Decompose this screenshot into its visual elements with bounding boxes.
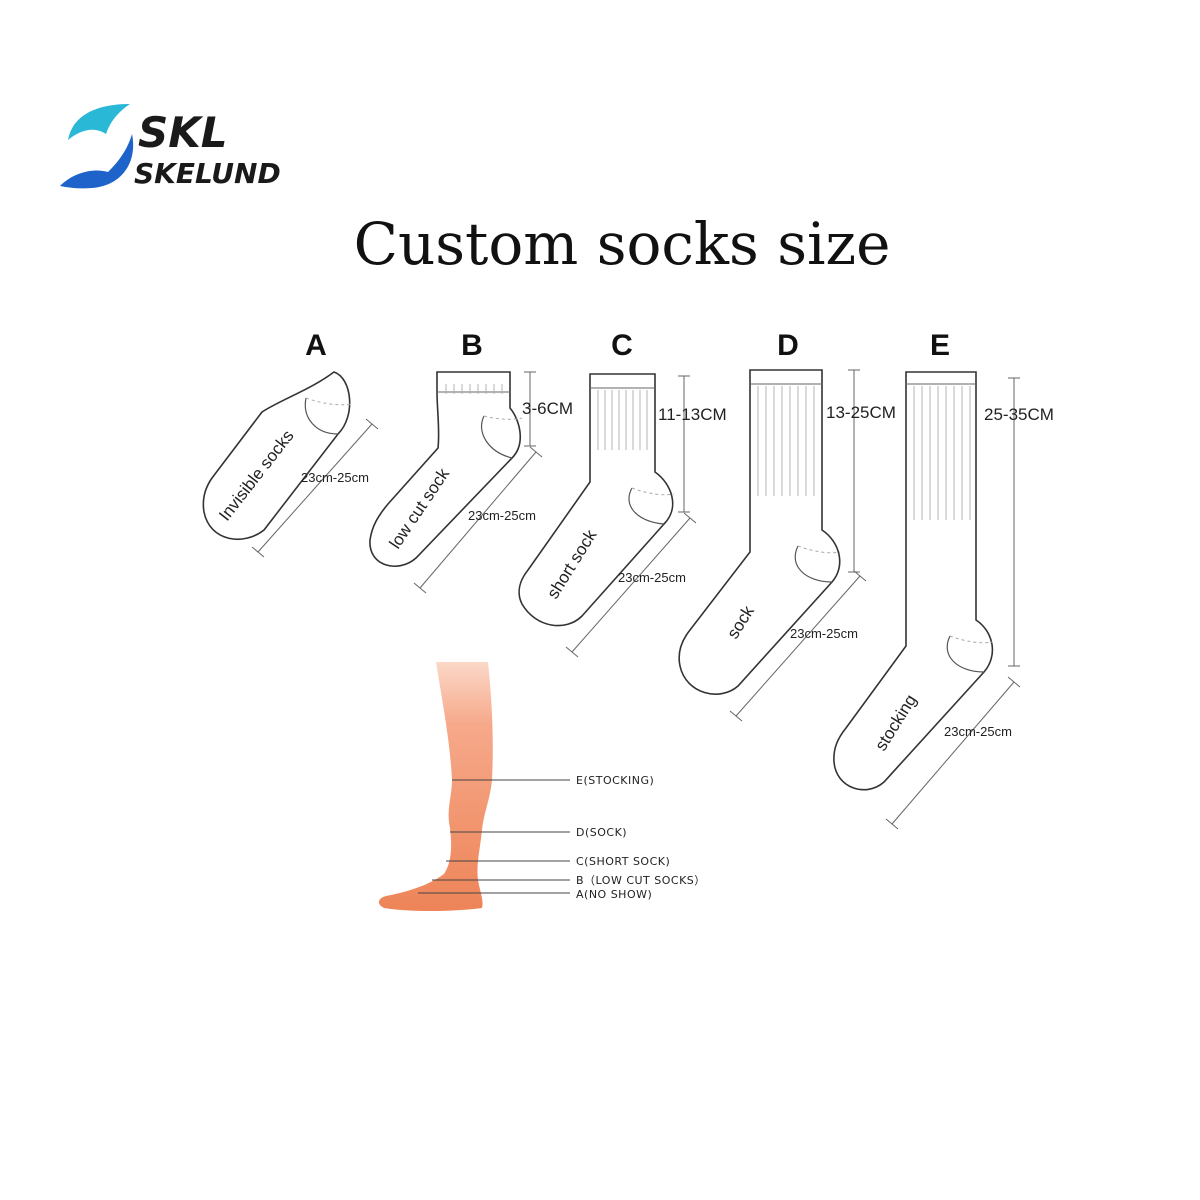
leg-illustration [378,662,493,911]
level-label-c: C(SHORT SOCK) [576,855,670,868]
page-title: Custom socks size [354,210,891,278]
logo-brand-name: SKELUND [134,157,281,190]
logo-wave-top-icon [68,104,130,140]
sock-d-height: 13-25CM [826,403,896,422]
sock-d-length: 23cm-25cm [790,626,858,641]
level-label-e: E(STOCKING) [576,774,654,787]
sock-a-length: 23cm-25cm [301,470,369,485]
brand-logo: SKL SKELUND [60,104,281,190]
sock-letter-d: D [777,329,799,362]
sock-c-length: 23cm-25cm [618,570,686,585]
sock-letter-e: E [930,329,950,362]
logo-wave-bottom-icon [60,134,134,189]
sock-d: sock 13-25CM 23cm-25cm [678,369,896,722]
sock-letter-b: B [461,329,483,362]
sock-c: short sock 11-13CM 23cm-25cm [518,373,727,658]
sock-a: Invisible socks 23cm-25cm [202,371,379,558]
sock-letter-c: C [611,329,633,362]
sock-b-length: 23cm-25cm [468,508,536,523]
sock-b: low cut sock 3-6CM 23cm-25cm [369,371,573,594]
level-label-a: A(NO SHOW) [576,888,652,901]
level-label-d: D(SOCK) [576,826,627,839]
leg-diagram: E(STOCKING) D(SOCK) C(SHORT SOCK) B（LOW … [378,662,706,911]
sock-e-length: 23cm-25cm [944,724,1012,739]
logo-abbreviation: SKL [138,108,228,157]
sock-letter-a: A [305,329,327,362]
sock-c-height: 11-13CM [658,405,727,424]
sock-b-height: 3-6CM [522,399,573,418]
level-label-b: B（LOW CUT SOCKS） [576,874,706,887]
sock-e-height: 25-35CM [984,405,1054,424]
sock-e: stocking 25-35CM 23cm-25cm [833,371,1054,830]
